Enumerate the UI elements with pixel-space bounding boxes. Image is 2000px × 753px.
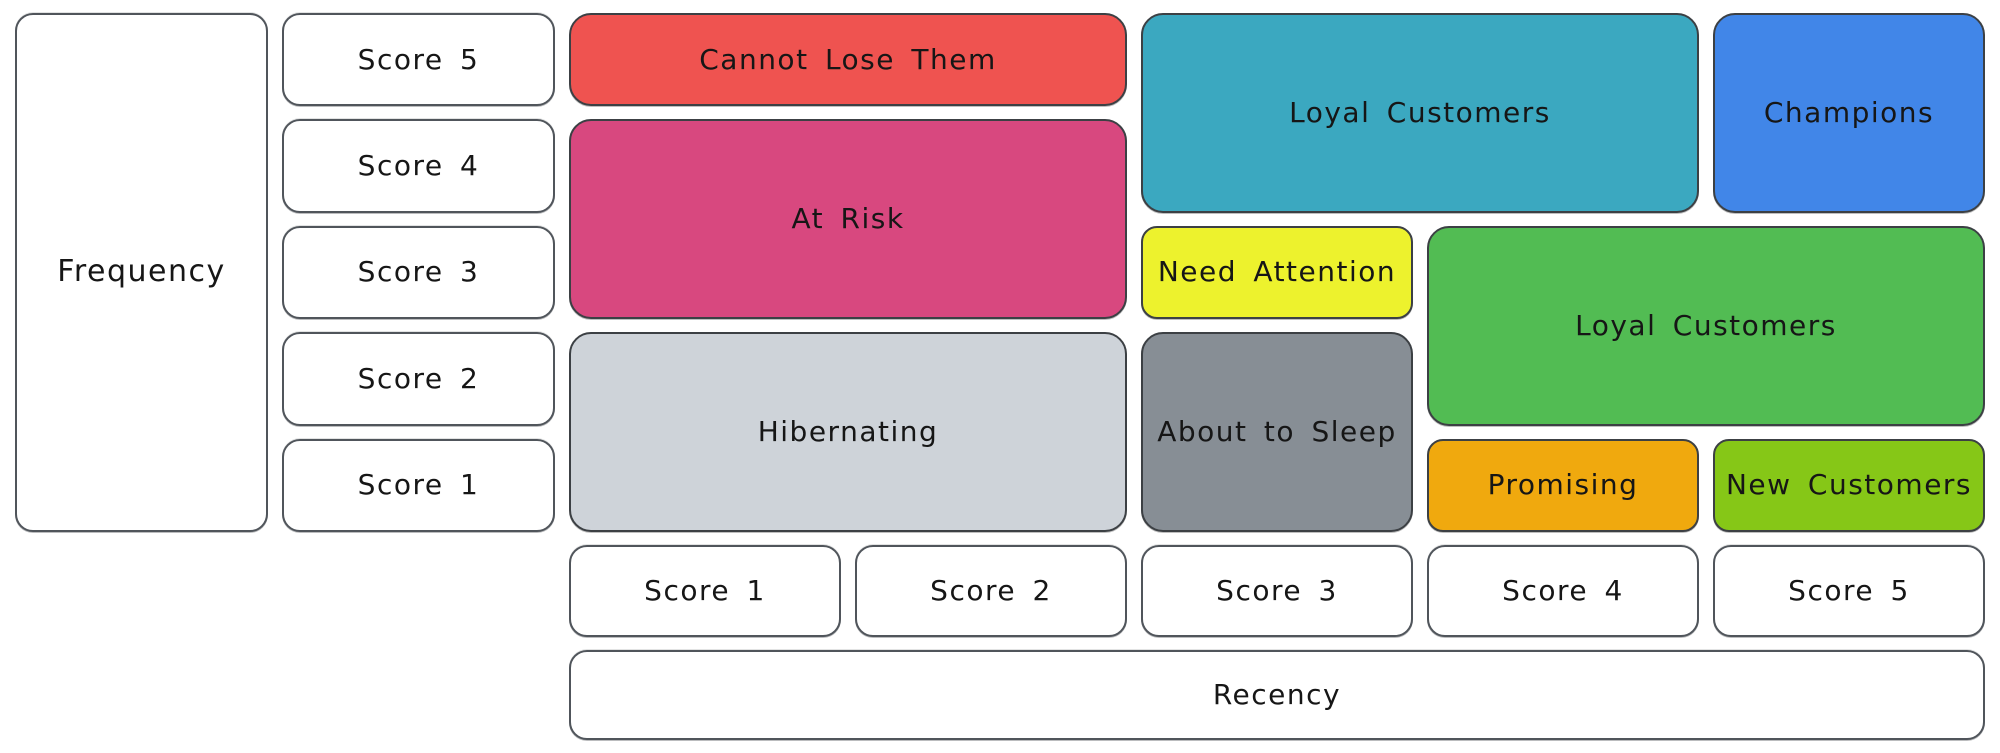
- frequency-score-1-box: Score 1: [282, 438, 555, 532]
- recency-score-5-box: Score 5: [1713, 545, 1985, 637]
- segment-loyal-customers-upper: Loyal Customers: [1141, 13, 1699, 213]
- recency-score-4-box: Score 4: [1427, 545, 1699, 637]
- segment-cannot-lose-them: Cannot Lose Them: [569, 13, 1127, 107]
- frequency-score-5-box: Score 5: [282, 13, 555, 107]
- recency-score-1-box: Score 1: [569, 545, 841, 637]
- recency-score-2-box: Score 2: [855, 545, 1127, 637]
- segment-champions: Champions: [1713, 13, 1985, 213]
- segment-need-attention: Need Attention: [1141, 225, 1413, 320]
- frequency-score-2-box: Score 2: [282, 332, 555, 426]
- segment-loyal-customers-lower: Loyal Customers: [1427, 225, 1985, 426]
- frequency-score-4-box: Score 4: [282, 119, 555, 213]
- segment-about-to-sleep: About to Sleep: [1141, 332, 1413, 532]
- segment-hibernating: Hibernating: [569, 332, 1127, 532]
- recency-axis-label: Recency: [569, 650, 1985, 740]
- segment-promising: Promising: [1427, 438, 1699, 532]
- recency-score-3-box: Score 3: [1141, 545, 1413, 637]
- frequency-score-3-box: Score 3: [282, 225, 555, 320]
- segment-at-risk: At Risk: [569, 119, 1127, 320]
- segment-new-customers: New Customers: [1713, 438, 1985, 532]
- frequency-axis-label: Frequency: [15, 13, 268, 532]
